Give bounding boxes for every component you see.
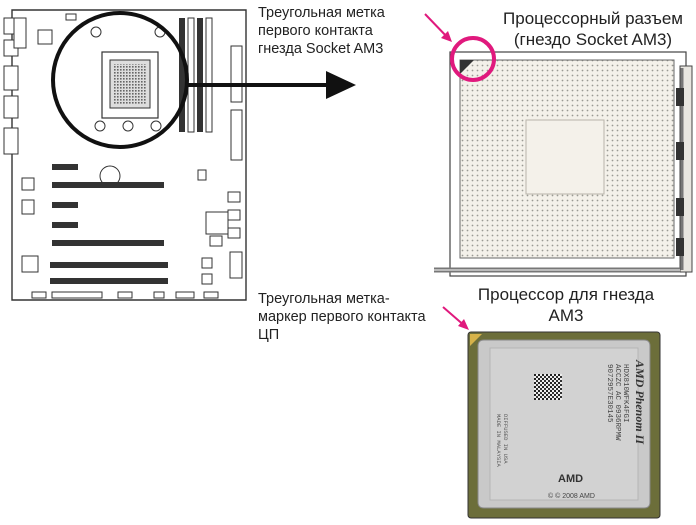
cpu-triangle-line-2: маркер первого контакта: [258, 309, 426, 325]
chip-side-1: DIFFUSED IN USA: [502, 414, 509, 464]
cpu-chip: AMD © © 2008 AMD AMD Phenom II HDX810WFK…: [466, 330, 662, 520]
cpu-title-line-1: Процессор для гнезда: [477, 285, 655, 304]
chip-code-3: 9072957E30145: [605, 364, 613, 423]
cpu-title: Процессор для гнезда AM3: [460, 284, 672, 326]
socket-triangle-line-1: Треугольная метка: [258, 5, 385, 21]
socket-title: Процессорный разъем (гнездо Socket AM3): [490, 8, 696, 50]
socket-closeup: [430, 48, 696, 284]
chip-code-1: HDX810WFK4FGI: [621, 364, 629, 423]
cpu-triangle-label: Треугольная метка- маркер первого контак…: [258, 290, 426, 344]
chip-copyright: © © 2008 AMD: [548, 492, 595, 500]
chip-amd-logo: AMD: [558, 473, 583, 485]
cpu-triangle-line-3: ЦП: [258, 327, 280, 343]
socket-title-line-2: (гнездо Socket AM3): [513, 30, 673, 49]
socket-title-line-1: Процессорный разъем: [503, 9, 683, 28]
socket-triangle-line-3: гнезда Socket AM3: [258, 41, 384, 57]
chip-side-2: MADE IN MALAYSIA: [495, 414, 502, 468]
socket-triangle-line-2: первого контакта: [258, 23, 373, 39]
socket-triangle-label: Треугольная метка первого контакта гнезд…: [258, 4, 385, 58]
motherboard-diagram: [0, 0, 250, 310]
cpu-triangle-line-1: Треугольная метка-: [258, 291, 390, 307]
cpu-title-line-2: AM3: [548, 306, 584, 325]
chip-code-2: ACCZC AC 0936RPMW: [613, 364, 621, 441]
chip-brand: AMD Phenom II: [633, 359, 647, 445]
